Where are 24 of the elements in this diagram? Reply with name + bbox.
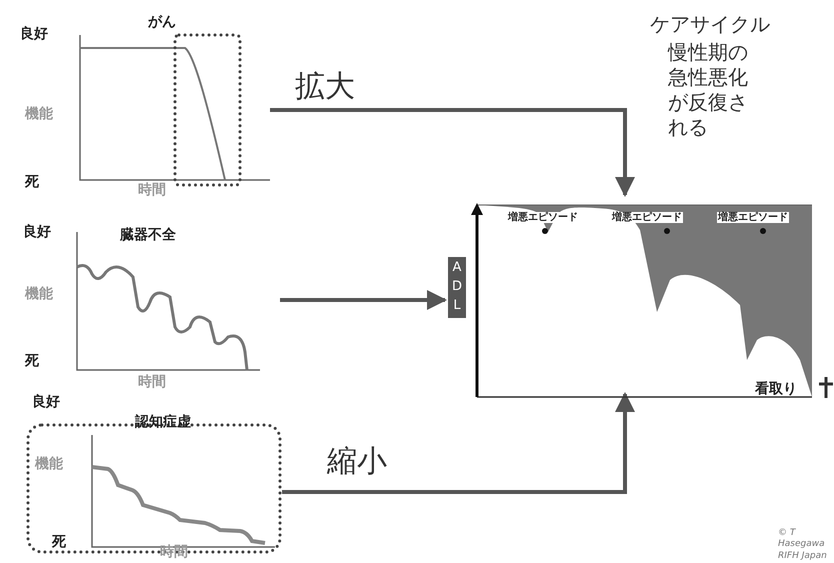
arrow (280, 290, 447, 310)
chart-title: 認知症虚 (135, 415, 191, 430)
axis-label: 機能 (25, 107, 53, 122)
axis-label: 死 (52, 535, 66, 550)
copyright-text: © T Hasegawa RIFH Japan (778, 528, 828, 562)
axis-label: 時間 (138, 183, 166, 198)
edge-label: 拡大 (293, 72, 357, 102)
axis-label: 機能 (25, 287, 53, 302)
arrow (270, 108, 635, 197)
chart-title: 臓器不全 (120, 228, 176, 244)
axis-label: 死 (25, 175, 39, 190)
annotation-text: 慢性期の急性悪化が反復される (668, 40, 749, 140)
axis-label: 良好 (23, 225, 51, 240)
axis-label: 良好 (32, 395, 60, 410)
axis-label: 死 (25, 354, 39, 370)
arrow (282, 392, 635, 494)
axis-label: 良好 (20, 27, 48, 42)
chart-title: がん (148, 15, 176, 30)
axis-label: 時間 (160, 545, 188, 560)
edge-label: 縮小 (325, 447, 389, 477)
axis-label: 時間 (138, 375, 166, 390)
axis-label: 機能 (35, 457, 63, 472)
heading-text: ケアサイクル (650, 12, 770, 37)
axis-label: ADL (448, 257, 466, 318)
